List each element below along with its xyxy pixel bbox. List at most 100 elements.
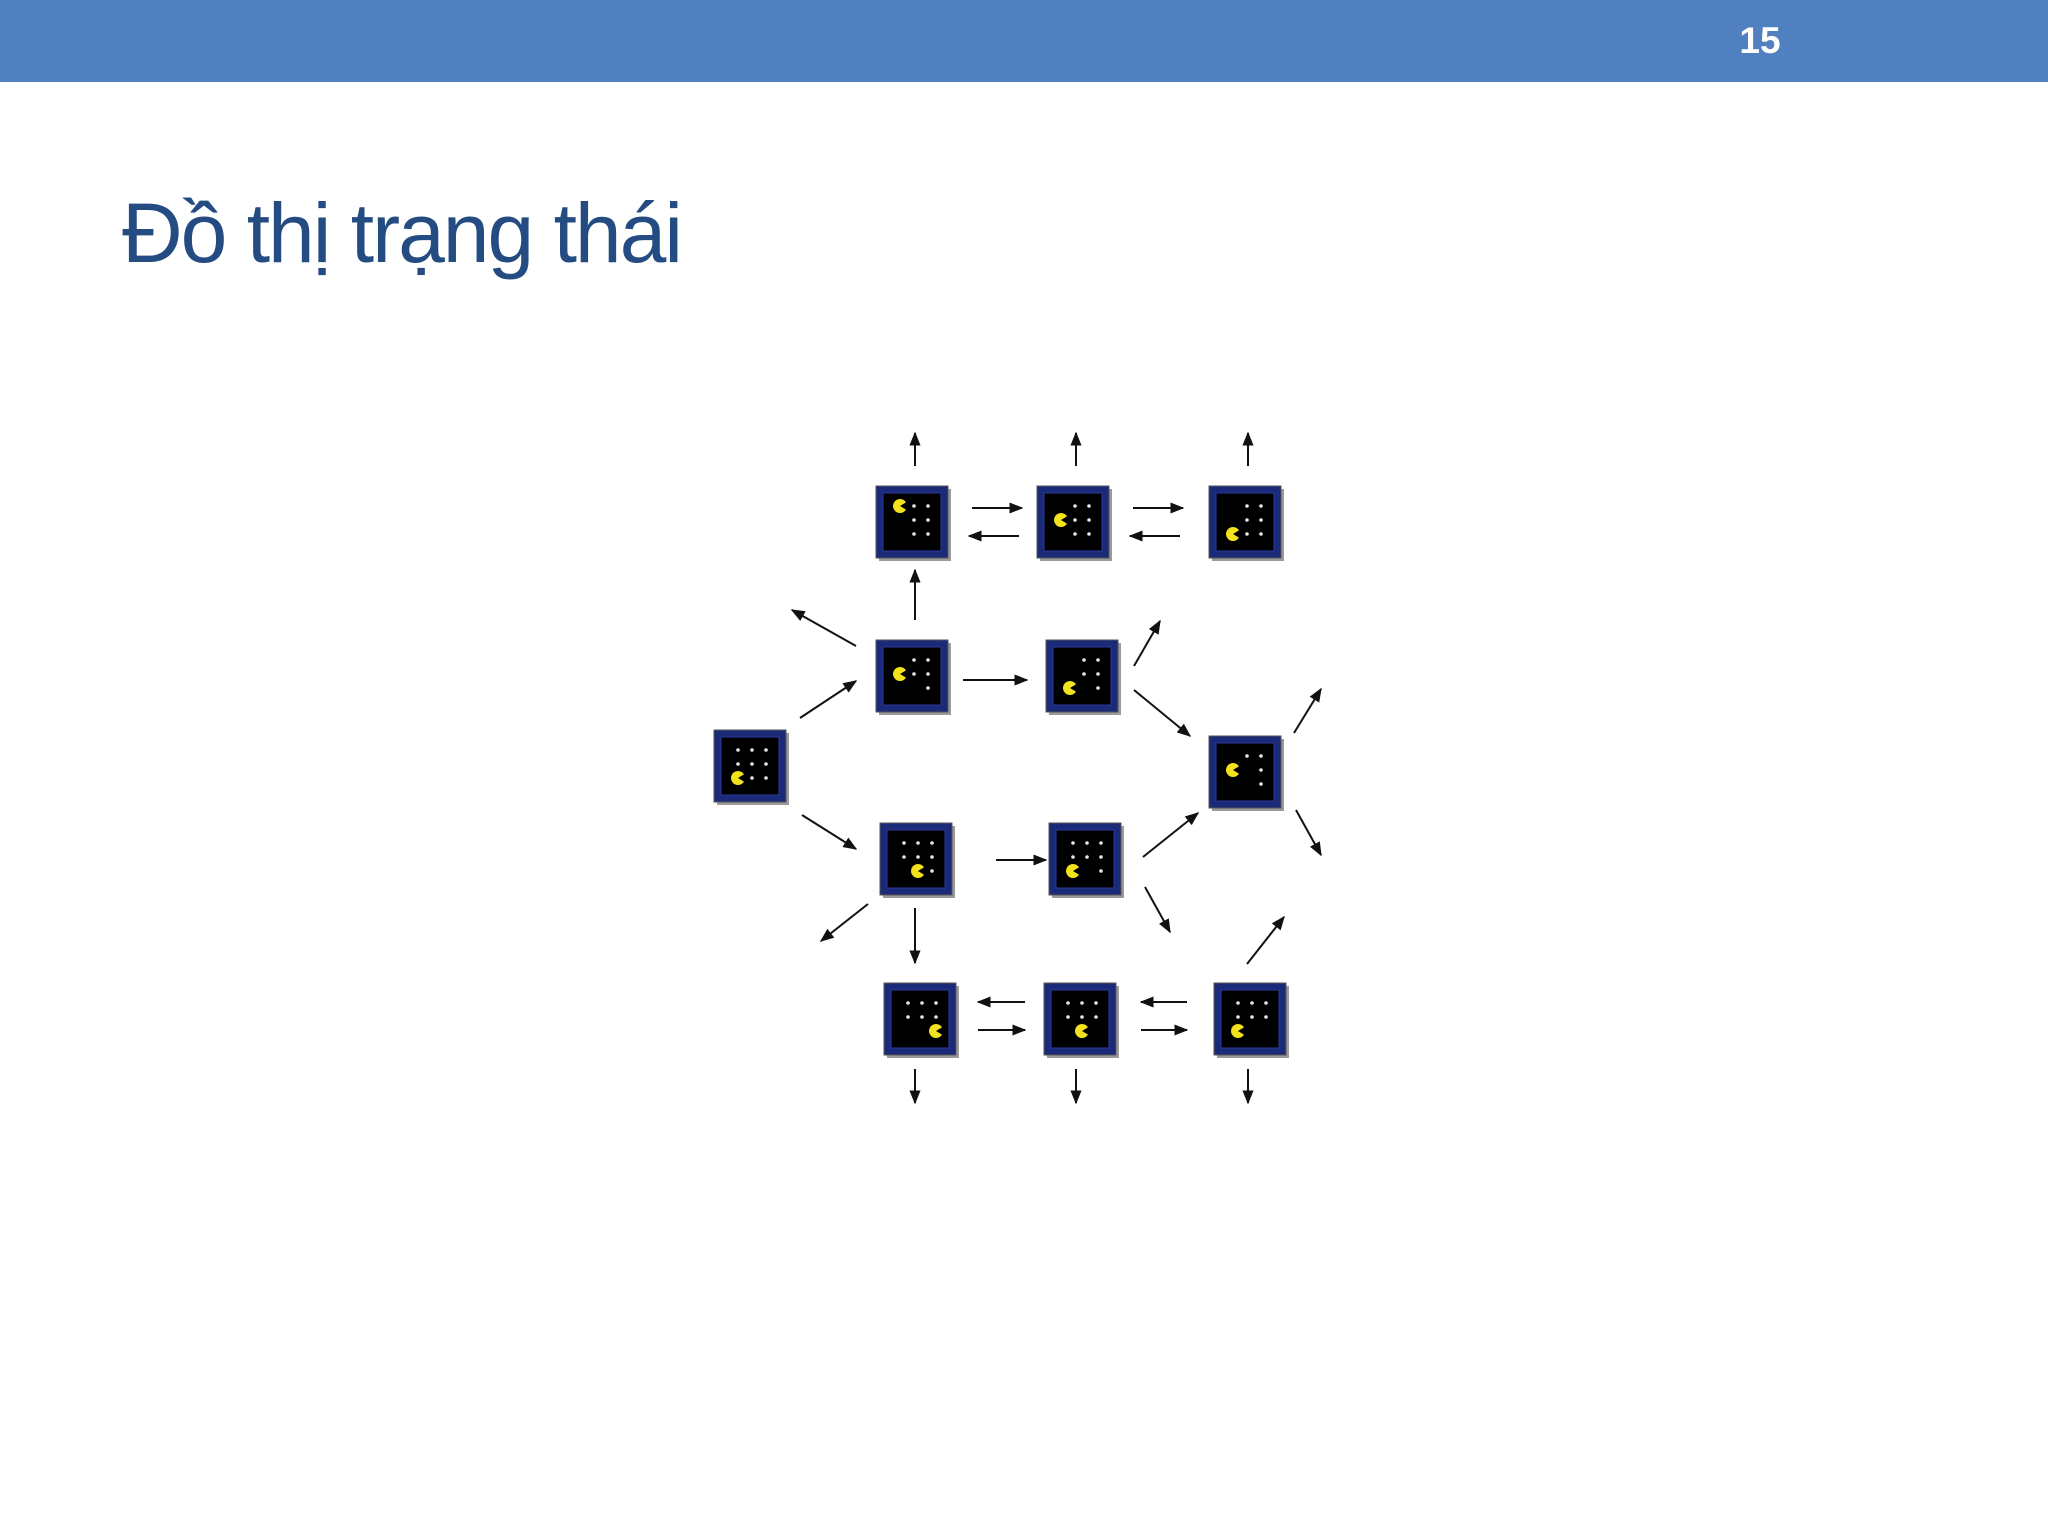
food-pellet (1259, 754, 1263, 758)
food-pellet (912, 658, 916, 662)
food-pellet (920, 1015, 924, 1019)
food-pellet (1080, 1001, 1084, 1005)
food-pellet (916, 855, 920, 859)
food-pellet (1094, 1001, 1098, 1005)
food-pellet (1259, 504, 1263, 508)
pacman-icon (893, 667, 906, 681)
food-pellet (1085, 841, 1089, 845)
food-pellet (1245, 518, 1249, 522)
food-pellet (736, 748, 740, 752)
food-pellet (1096, 686, 1100, 690)
slide-number: 15 (1739, 20, 1781, 61)
pacman-icon (911, 864, 924, 878)
food-pellet (750, 776, 754, 780)
food-pellet (1066, 1015, 1070, 1019)
food-pellet (1245, 754, 1249, 758)
food-pellet (1080, 1015, 1084, 1019)
state-tile-r3c0 (713, 729, 789, 805)
food-pellet (750, 762, 754, 766)
food-pellet (1073, 518, 1077, 522)
food-pellet (906, 1001, 910, 1005)
food-pellet (934, 1001, 938, 1005)
food-pellet (1085, 855, 1089, 859)
pacman-icon (893, 499, 906, 513)
food-pellet (1087, 532, 1091, 536)
state-tile-r2c2 (1045, 639, 1121, 715)
food-pellet (764, 776, 768, 780)
transition-arrow (799, 680, 858, 719)
food-pellet (926, 658, 930, 662)
food-pellet (1259, 518, 1263, 522)
food-pellet (750, 748, 754, 752)
food-pellet (902, 855, 906, 859)
food-pellet (930, 855, 934, 859)
transition-arrow (819, 903, 869, 942)
food-pellet (1245, 504, 1249, 508)
transition-arrow (1133, 619, 1161, 667)
food-pellet (912, 518, 916, 522)
food-pellet (1099, 869, 1103, 873)
transition-arrow (1144, 886, 1171, 934)
pacman-icon (1226, 527, 1239, 541)
food-pellet (926, 504, 930, 508)
food-pellet (1099, 841, 1103, 845)
pacman-icon (929, 1024, 942, 1038)
food-pellet (1073, 504, 1077, 508)
pacman-icon (1075, 1024, 1088, 1038)
state-tile-r1c2 (1036, 485, 1112, 561)
food-pellet (1259, 782, 1263, 786)
food-pellet (1066, 1001, 1070, 1005)
food-pellet (926, 532, 930, 536)
transition-arrow (790, 609, 857, 647)
transition-arrow (1142, 812, 1200, 858)
food-pellet (1099, 855, 1103, 859)
food-pellet (1087, 504, 1091, 508)
food-pellet (902, 841, 906, 845)
transition-arrow (1246, 915, 1285, 965)
food-pellet (1264, 1001, 1268, 1005)
food-pellet (920, 1001, 924, 1005)
food-pellet (1236, 1001, 1240, 1005)
top-bar: 15 (0, 0, 2048, 82)
food-pellet (1082, 672, 1086, 676)
transition-arrow (1295, 809, 1322, 857)
food-pellet (1082, 658, 1086, 662)
state-tile-r5c3 (1213, 982, 1289, 1058)
food-pellet (1071, 841, 1075, 845)
food-pellet (926, 518, 930, 522)
food-pellet (934, 1015, 938, 1019)
food-pellet (1071, 855, 1075, 859)
food-pellet (1245, 532, 1249, 536)
food-pellet (1264, 1015, 1268, 1019)
pacman-icon (1063, 681, 1076, 695)
transition-arrow (801, 814, 858, 850)
food-pellet (736, 762, 740, 766)
food-pellet (1094, 1015, 1098, 1019)
state-tile-r3c3 (1208, 735, 1284, 811)
food-pellet (1250, 1001, 1254, 1005)
food-pellet (1250, 1015, 1254, 1019)
food-pellet (764, 748, 768, 752)
food-pellet (1096, 658, 1100, 662)
state-tile-r5c1 (883, 982, 959, 1058)
slide-title: Đồ thị trạng thái (122, 186, 683, 280)
pacman-icon (1231, 1024, 1244, 1038)
food-pellet (912, 532, 916, 536)
pacman-icon (1066, 864, 1079, 878)
state-tile-r2c1 (875, 639, 951, 715)
food-pellet (930, 869, 934, 873)
food-pellet (1096, 672, 1100, 676)
food-pellet (764, 762, 768, 766)
food-pellet (926, 672, 930, 676)
food-pellet (1236, 1015, 1240, 1019)
food-pellet (906, 1015, 910, 1019)
state-tile-r4c1 (879, 822, 955, 898)
food-pellet (912, 672, 916, 676)
food-pellet (1073, 532, 1077, 536)
transition-arrow (1293, 687, 1322, 734)
state-tile-r5c2 (1043, 982, 1119, 1058)
food-pellet (1259, 768, 1263, 772)
food-pellet (1087, 518, 1091, 522)
pacman-icon (1054, 513, 1067, 527)
